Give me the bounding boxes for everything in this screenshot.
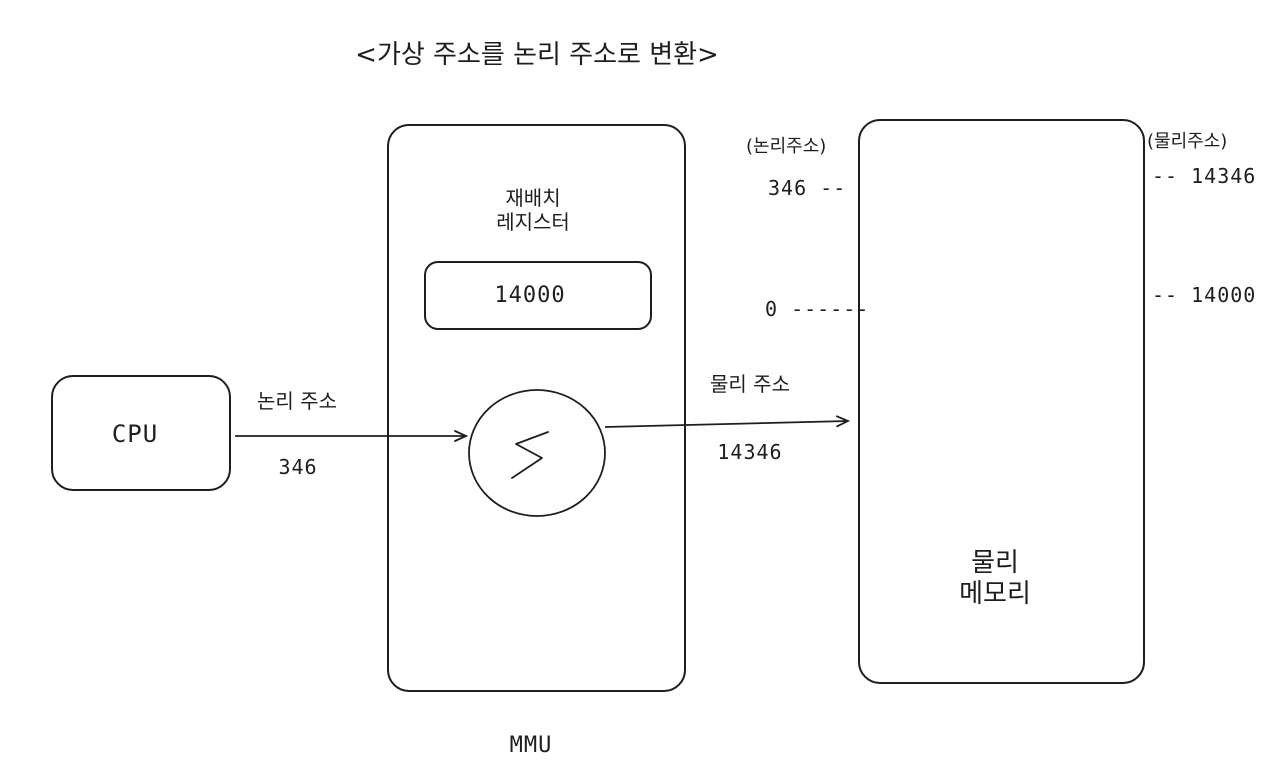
relocation-register-box: [424, 261, 652, 330]
relocation-register-label: 재배치 레지스터: [496, 186, 570, 234]
mmu-label: MMU: [509, 733, 553, 758]
sigma-icon: [511, 431, 549, 479]
physical-address-value: 14346: [717, 440, 783, 464]
logical-address-label: 논리 주소: [257, 389, 337, 413]
logical-mark-0: 0 ------: [765, 297, 870, 321]
physical-memory-box: [858, 119, 1145, 684]
physical-memory-label: 물리 메모리: [959, 548, 1031, 610]
relocation-register-value: 14000: [494, 283, 566, 308]
physical-mark-14000: -- 14000: [1152, 283, 1257, 307]
mmu-box: [387, 124, 686, 692]
physical-mark-14346: -- 14346: [1152, 164, 1257, 188]
logical-mark-346: 346 --: [768, 176, 847, 200]
cpu-label: CPU: [111, 420, 159, 448]
adder-circle: [468, 389, 606, 517]
logical-address-header: (논리주소): [746, 136, 827, 157]
diagram-title: <가상 주소를 논리 주소로 변환>: [355, 40, 719, 70]
cpu-box: [51, 375, 231, 491]
logical-address-value: 346: [278, 455, 318, 479]
physical-address-label: 물리 주소: [710, 372, 790, 396]
physical-address-header: (물리주소): [1147, 131, 1228, 152]
physical-address-arrow: [604, 421, 848, 428]
